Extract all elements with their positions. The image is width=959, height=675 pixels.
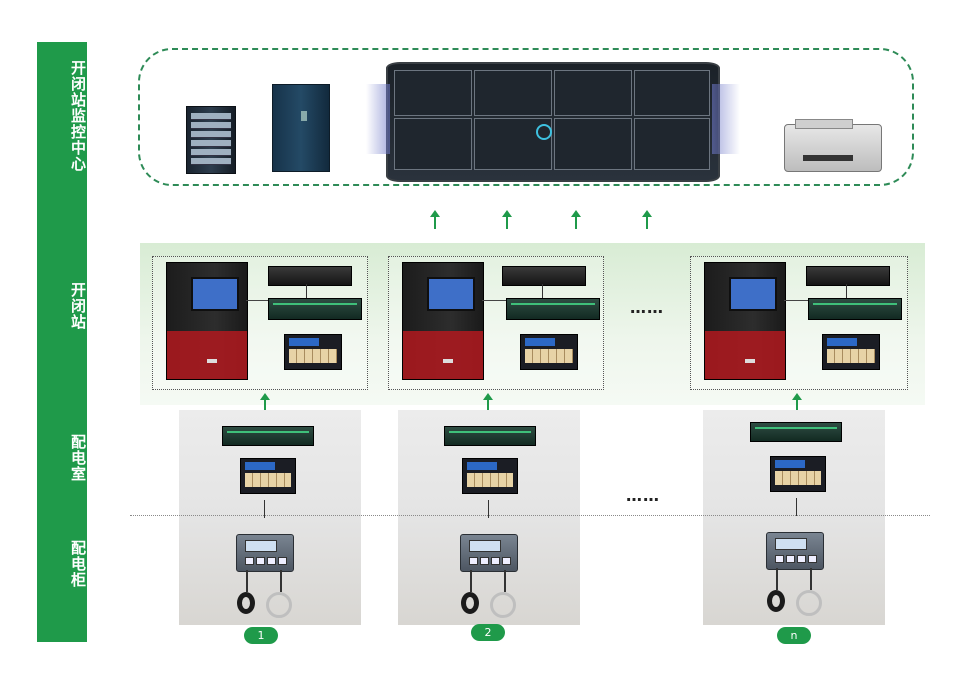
group-badge-n: n xyxy=(777,627,811,644)
power-meter-icon xyxy=(236,534,294,572)
group-badge-1: 1 xyxy=(244,627,278,644)
switch-icon xyxy=(268,266,352,286)
multi-meter-icon xyxy=(284,334,342,370)
level-label-distribution-cabinet: 配电柜 xyxy=(69,540,87,588)
controller-cabinet-icon xyxy=(704,262,786,380)
room-panel-n xyxy=(703,410,885,625)
arrow-up-icon xyxy=(430,210,440,230)
current-transformer-icon xyxy=(796,590,822,616)
arrow-up-icon xyxy=(502,210,512,230)
arrow-up-icon xyxy=(483,393,493,411)
level-label-monitoring-center: 开闭站监控中心 xyxy=(69,60,87,172)
multi-meter-icon xyxy=(240,458,296,494)
controller-cabinet-icon xyxy=(402,262,484,380)
level-label-station: 开闭站 xyxy=(69,282,87,330)
arrow-up-icon xyxy=(792,393,802,411)
gateway-icon xyxy=(444,426,536,446)
current-transformer-icon xyxy=(461,592,479,614)
power-meter-icon xyxy=(460,534,518,572)
server-rack-icon xyxy=(186,106,236,174)
multi-meter-icon xyxy=(520,334,578,370)
gateway-icon xyxy=(268,298,362,320)
power-meter-icon xyxy=(766,532,824,570)
room-cabinet-divider xyxy=(130,515,930,516)
multi-meter-icon xyxy=(822,334,880,370)
multi-meter-icon xyxy=(770,456,826,492)
monitoring-center-box xyxy=(138,48,914,186)
station-ellipsis: …… xyxy=(630,298,664,317)
video-wall-icon xyxy=(386,62,720,182)
wall-glow-right xyxy=(712,84,740,154)
switch-icon xyxy=(502,266,586,286)
current-transformer-icon xyxy=(490,592,516,618)
switch-icon xyxy=(806,266,890,286)
printer-icon xyxy=(784,119,882,172)
group-badge-2: 2 xyxy=(471,624,505,641)
level-label-distribution-room: 配电室 xyxy=(69,434,87,482)
wall-glow-left xyxy=(366,84,390,154)
arrow-up-icon xyxy=(571,210,581,230)
current-transformer-icon xyxy=(767,590,785,612)
gateway-icon xyxy=(750,422,842,442)
current-transformer-icon xyxy=(266,592,292,618)
controller-cabinet-icon xyxy=(166,262,248,380)
gateway-icon xyxy=(222,426,314,446)
current-transformer-icon xyxy=(237,592,255,614)
gateway-icon xyxy=(506,298,600,320)
gateway-icon xyxy=(808,298,902,320)
arrow-up-icon xyxy=(260,393,270,411)
multi-meter-icon xyxy=(462,458,518,494)
room-ellipsis: …… xyxy=(626,486,660,505)
level-sidebar: 开闭站监控中心 开闭站 配电室 配电柜 xyxy=(37,42,87,642)
cabinet-icon xyxy=(272,84,330,172)
arrow-up-icon xyxy=(642,210,652,230)
